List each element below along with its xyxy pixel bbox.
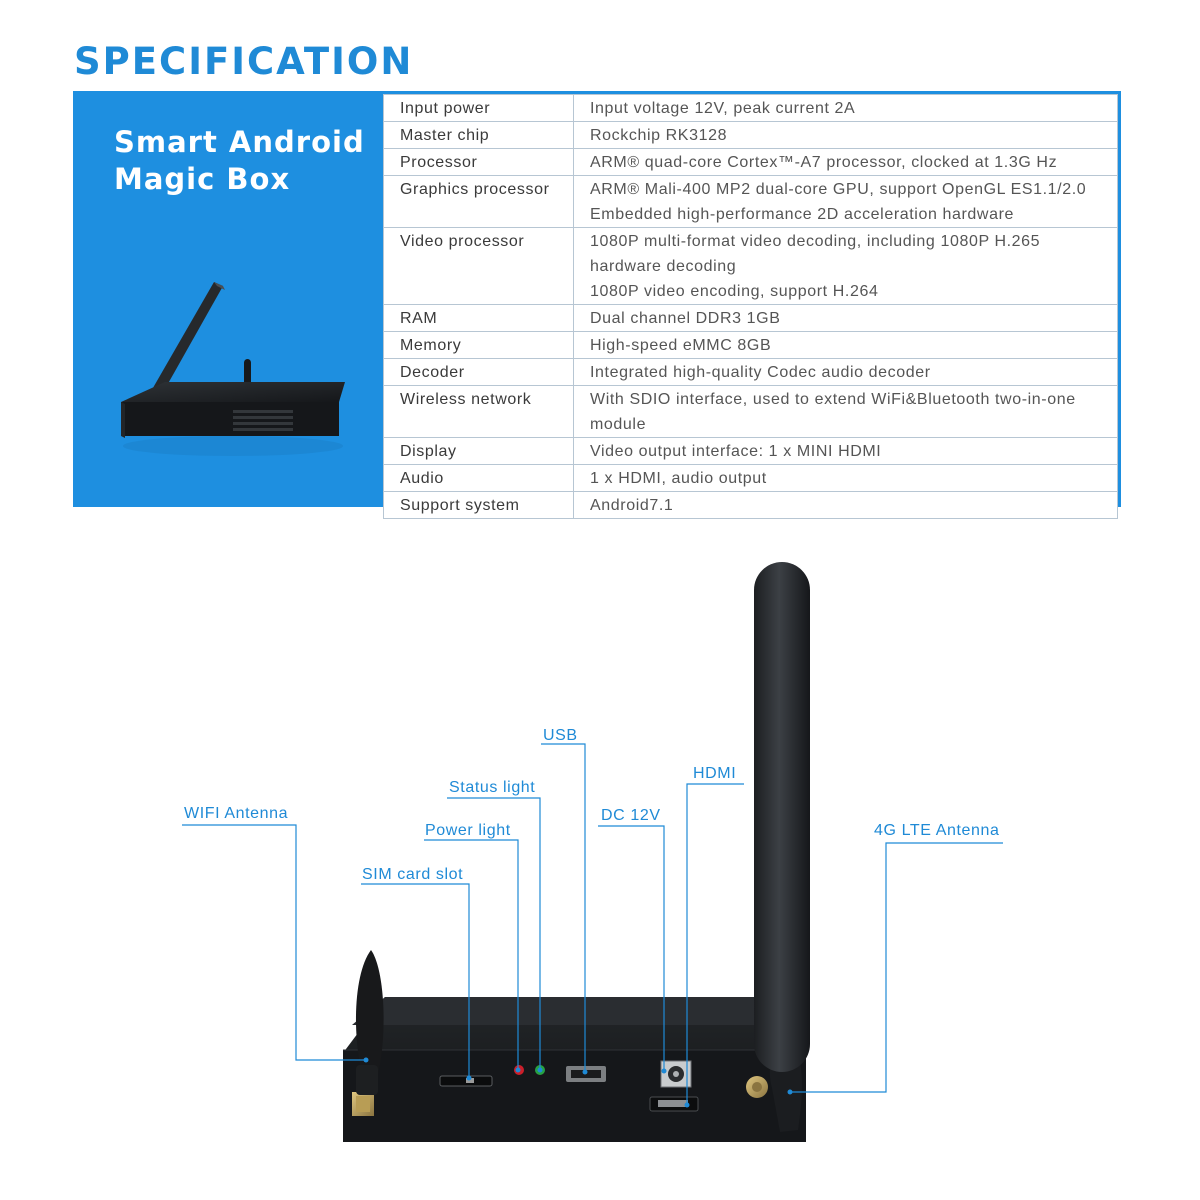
spec-row: Display Video output interface: 1 x MINI … <box>383 437 1118 465</box>
spec-key: Decoder <box>383 358 574 386</box>
spec-value-line: hardware decoding <box>590 258 737 275</box>
callout-power-light: Power light <box>425 822 511 839</box>
spec-value-line: Rockchip RK3128 <box>590 127 728 144</box>
callout-lte-antenna: 4G LTE Antenna <box>874 822 1000 839</box>
spec-key: Processor <box>383 148 574 176</box>
spec-key: Input power <box>383 94 574 122</box>
spec-row: Processor ARM® quad-core Cortex™-A7 proce… <box>383 148 1118 176</box>
spec-value: 1080P multi-format video decoding, inclu… <box>573 227 1118 305</box>
spec-key: Memory <box>383 331 574 359</box>
spec-value-line: Android7.1 <box>590 497 674 514</box>
spec-row: Support system Android7.1 <box>383 491 1118 519</box>
spec-value: ARM® Mali-400 MP2 dual-core GPU, support… <box>573 175 1118 228</box>
spec-key: Graphics processor <box>383 175 574 228</box>
callout-hdmi: HDMI <box>693 765 737 782</box>
spec-value: Android7.1 <box>573 491 1118 519</box>
spec-row: Input power Input voltage 12V, peak curre… <box>383 94 1118 122</box>
spec-value-line: Integrated high-quality Codec audio deco… <box>590 364 931 381</box>
spec-row: Wireless network With SDIO interface, use… <box>383 385 1118 438</box>
spec-value-line: 1 x HDMI, audio output <box>590 470 767 487</box>
lte-antenna-shape <box>746 562 810 1132</box>
product-name-line2: Magic Box <box>114 162 291 196</box>
device-illustration <box>182 562 1003 1142</box>
spec-key: Support system <box>383 491 574 519</box>
spec-key: Wireless network <box>383 385 574 438</box>
spec-value: Integrated high-quality Codec audio deco… <box>573 358 1118 386</box>
hdmi-port-shape <box>649 1096 699 1112</box>
spec-row: Audio 1 x HDMI, audio output <box>383 464 1118 492</box>
spec-table: Input power Input voltage 12V, peak curre… <box>383 94 1118 519</box>
spec-row: Memory High-speed eMMC 8GB <box>383 331 1118 359</box>
spec-key: Master chip <box>383 121 574 149</box>
spec-value-line: ARM® quad-core Cortex™-A7 processor, clo… <box>590 154 1058 171</box>
spec-row: Master chip Rockchip RK3128 <box>383 121 1118 149</box>
spec-value: Input voltage 12V, peak current 2A <box>573 94 1118 122</box>
spec-key: Video processor <box>383 227 574 305</box>
product-name: Smart Android Magic Box <box>114 124 365 198</box>
spec-value-line: ARM® Mali-400 MP2 dual-core GPU, support… <box>590 181 1087 198</box>
spec-row: Graphics processor ARM® Mali-400 MP2 dual… <box>383 175 1118 228</box>
spec-value-line: With SDIO interface, used to extend WiFi… <box>590 391 1076 408</box>
spec-value-line: 1080P video encoding, support H.264 <box>590 283 879 300</box>
spec-value-line: 1080P multi-format video decoding, inclu… <box>590 233 1041 250</box>
spec-value-line: Dual channel DDR3 1GB <box>590 310 781 327</box>
callout-usb: USB <box>543 727 578 744</box>
spec-row: Video processor 1080P multi-format video … <box>383 227 1118 305</box>
spec-row: RAM Dual channel DDR3 1GB <box>383 304 1118 332</box>
product-name-line1: Smart Android <box>114 125 365 159</box>
callout-wifi-antenna: WIFI Antenna <box>184 805 289 822</box>
spec-row: Decoder Integrated high-quality Codec aud… <box>383 358 1118 386</box>
leader-lines <box>182 743 1003 1108</box>
sim-slot-shape <box>439 1075 493 1087</box>
page-title: SPECIFICATION <box>74 40 414 83</box>
spec-key: RAM <box>383 304 574 332</box>
callout-dc-12v: DC 12V <box>601 807 661 824</box>
spec-value-line: Video output interface: 1 x MINI HDMI <box>590 443 882 460</box>
callout-sim-card-slot: SIM card slot <box>362 866 464 883</box>
spec-key: Audio <box>383 464 574 492</box>
spec-value: High-speed eMMC 8GB <box>573 331 1118 359</box>
spec-value-line: Embedded high-performance 2D acceleratio… <box>590 206 1014 223</box>
spec-value-line: High-speed eMMC 8GB <box>590 337 772 354</box>
spec-value: Video output interface: 1 x MINI HDMI <box>573 437 1118 465</box>
spec-value: ARM® quad-core Cortex™-A7 processor, clo… <box>573 148 1118 176</box>
spec-value: Rockchip RK3128 <box>573 121 1118 149</box>
spec-value-line: Input voltage 12V, peak current 2A <box>590 100 856 117</box>
spec-value-line: module <box>590 416 647 433</box>
product-thumbnail-image <box>121 282 345 456</box>
spec-key: Display <box>383 437 574 465</box>
spec-value: With SDIO interface, used to extend WiFi… <box>573 385 1118 438</box>
callout-status-light: Status light <box>449 779 536 796</box>
dc-jack-shape <box>660 1060 692 1088</box>
spec-value: Dual channel DDR3 1GB <box>573 304 1118 332</box>
spec-value: 1 x HDMI, audio output <box>573 464 1118 492</box>
wifi-antenna-shape <box>352 950 384 1116</box>
